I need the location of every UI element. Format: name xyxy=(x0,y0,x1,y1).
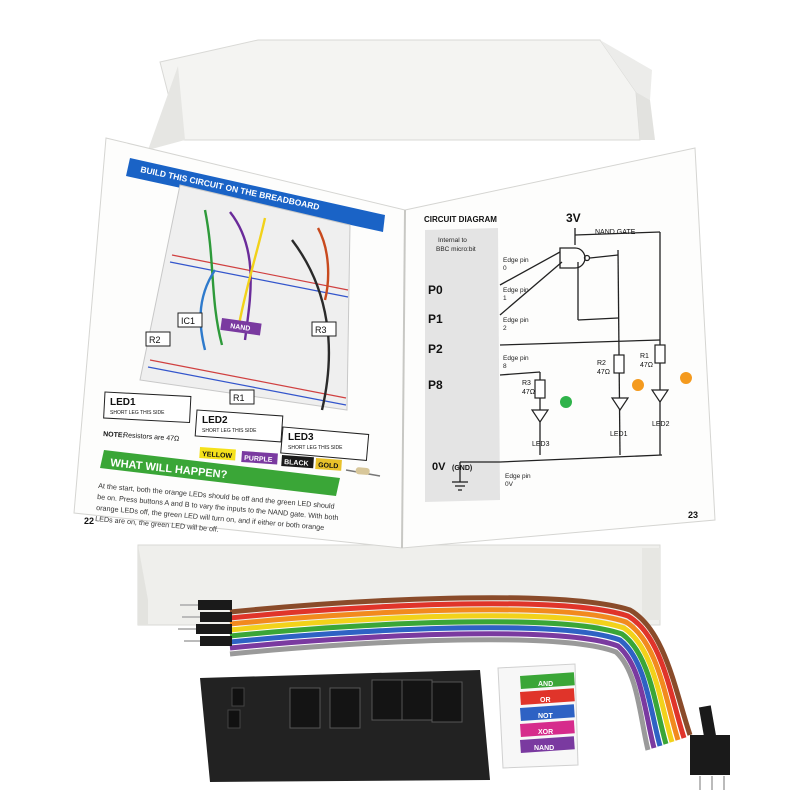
pin-p0: P0 xyxy=(428,283,443,297)
breadboard-rails xyxy=(149,254,349,399)
r3-diagram-label: R3 xyxy=(522,380,531,387)
led1-label: LED1 xyxy=(110,397,136,408)
voltage-label: 3V xyxy=(566,211,581,225)
gate-chip-nand xyxy=(520,736,575,753)
gate-label: NAND GATE xyxy=(595,229,636,236)
pin-p1: P1 xyxy=(428,312,443,326)
right-page-number: 23 xyxy=(688,510,698,520)
led2-note: SHORT LEG THIS SIDE xyxy=(202,428,257,434)
r2-diagram-label: R2 xyxy=(597,360,606,367)
gate-chip-or xyxy=(520,688,575,705)
pin-labels: P0 P1 P2 P8 xyxy=(428,283,443,392)
edge-num-0: 0 xyxy=(503,265,507,272)
gate-or: OR xyxy=(540,697,551,704)
band-black: BLACK xyxy=(284,459,309,468)
gate-chip-and xyxy=(520,672,575,689)
led3-diagram-label: LED3 xyxy=(532,441,550,448)
green-led-dot xyxy=(560,396,572,408)
pin-p2: P2 xyxy=(428,342,443,356)
edge-num-2: 2 xyxy=(503,325,507,332)
note-text: Resistors are 47Ω xyxy=(123,432,180,443)
led2-label: LED2 xyxy=(202,415,228,426)
what-header-bar xyxy=(100,450,340,496)
ground-suffix: (GND) xyxy=(452,465,472,472)
edge-num-8: 8 xyxy=(503,363,507,370)
pin-tips xyxy=(178,604,725,790)
gate-label-card: AND OR NOT XOR NAND xyxy=(497,663,579,769)
gate-and: AND xyxy=(538,681,553,688)
r3-label: R3 xyxy=(315,325,327,335)
internal-line-1: Internal to xyxy=(438,237,467,244)
ground-edge-label: Edge pin xyxy=(505,473,531,480)
r2-value: 47Ω xyxy=(597,369,610,376)
left-page-number: 22 xyxy=(84,516,94,526)
ground-edge-num: 0V xyxy=(505,481,514,488)
nand-chip-label: NAND xyxy=(230,323,251,333)
gate-chip-not xyxy=(520,704,575,721)
ic-chips xyxy=(289,679,463,729)
ground-label: 0V xyxy=(432,461,446,473)
note-label: NOTE: xyxy=(103,431,125,440)
edge-pin-labels: Edge pin 0 Edge pin 1 Edge pin 2 Edge pi… xyxy=(503,257,529,370)
gate-nand: NAND xyxy=(534,745,554,752)
led3-callout xyxy=(280,426,370,461)
ic1-label-box xyxy=(177,312,203,328)
breadboard-header-bar xyxy=(126,158,385,232)
circuit-lines xyxy=(452,228,663,491)
jumper-pins xyxy=(196,600,730,775)
diagram-title: CIRCUIT DIAGRAM xyxy=(424,215,497,224)
edge-pin-1: Edge pin xyxy=(503,287,529,294)
band-gold: GOLD xyxy=(318,462,339,470)
r1-value: 47Ω xyxy=(640,362,653,369)
band-yellow: YELLOW xyxy=(202,451,233,460)
orange-led-dot-2 xyxy=(680,372,692,384)
led2-callout xyxy=(194,409,284,443)
nand-chip xyxy=(220,318,262,336)
r1-diagram-label: R1 xyxy=(640,353,649,360)
edge-pin-8: Edge pin xyxy=(503,355,529,362)
pin-p8: P8 xyxy=(428,378,443,392)
leds xyxy=(530,389,670,424)
edge-pin-2: Edge pin xyxy=(503,317,529,324)
ic1-label: IC1 xyxy=(181,316,195,326)
led1-callout xyxy=(103,391,192,423)
resistors xyxy=(534,344,666,399)
edge-num-1: 1 xyxy=(503,295,507,302)
led2-diagram-label: LED2 xyxy=(652,421,670,428)
r2-label: R2 xyxy=(149,335,161,345)
r3-value: 47Ω xyxy=(522,389,535,396)
edge-pin-0: Edge pin xyxy=(503,257,529,264)
r1-label: R1 xyxy=(233,393,245,403)
resistor-bands: YELLOW PURPLE BLACK GOLD xyxy=(199,447,381,477)
right-page: CIRCUIT DIAGRAM Internal to BBC micro:bi… xyxy=(424,211,698,520)
led1-diagram-label: LED1 xyxy=(610,431,628,438)
led3-note: SHORT LEG THIS SIDE xyxy=(288,445,343,451)
gate-chip-xor xyxy=(520,720,575,737)
internal-line-2: BBC micro:bit xyxy=(436,246,476,253)
led1-note: SHORT LEG THIS SIDE xyxy=(110,410,165,416)
component-labels: R3 47Ω R2 47Ω R1 47Ω LED3 LED1 LED2 xyxy=(522,353,670,448)
band-purple: PURPLE xyxy=(244,455,273,464)
microbit-region xyxy=(425,228,500,502)
led3-label: LED3 xyxy=(288,432,314,443)
gate-not: NOT xyxy=(538,713,554,720)
orange-led-dot-1 xyxy=(632,379,644,391)
gate-xor: XOR xyxy=(538,729,553,736)
ribbon-cable xyxy=(229,595,693,751)
